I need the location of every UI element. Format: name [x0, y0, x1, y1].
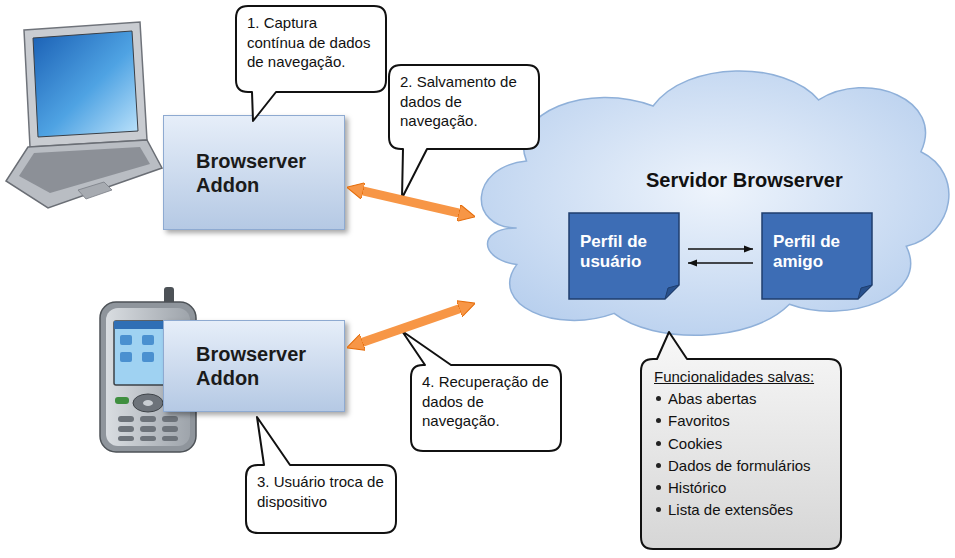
- phone-keypad: [118, 416, 178, 441]
- list-item: Dados de formulários: [668, 457, 811, 474]
- profile-label: Perfil de amigo: [773, 232, 861, 273]
- laptop-keyboard: [19, 147, 150, 193]
- list-bullet: [656, 441, 661, 446]
- list-row: Lista de extensões: [654, 499, 830, 521]
- cloud-outline: [468, 45, 955, 350]
- list-heading: Funcionalidades salvas:: [654, 368, 814, 385]
- list-row: Dados de formulários: [654, 455, 830, 477]
- box-label: Browserver Addon: [196, 149, 322, 197]
- list-row: Cookies: [654, 433, 830, 455]
- box-label: Browserver Addon: [196, 342, 322, 390]
- callout-text: 3. Usuário troca de dispositivo: [257, 472, 387, 511]
- list-bullet: [656, 507, 661, 512]
- cloud-shape: [481, 71, 949, 335]
- list-bullet: [656, 418, 661, 423]
- speech-bubble: 2. Salvamento de dados de navegação.: [388, 64, 540, 150]
- list-bullet: [656, 463, 661, 468]
- profile-shape: [569, 213, 679, 299]
- laptop-touchpad: [78, 182, 112, 199]
- callout-text: 2. Salvamento de dados de navegação.: [400, 72, 530, 131]
- laptop-icon: [6, 22, 162, 208]
- callout-text: 4. Recuperação de dados de navegação.: [422, 372, 552, 431]
- profile-shape: [762, 213, 872, 299]
- list-row: Favoritos: [654, 410, 830, 432]
- server-cloud: Servidor BrowserverPerfil de usuário Perf…: [468, 45, 955, 350]
- list-item: Favoritos: [668, 412, 730, 429]
- phone-dpad: [133, 394, 163, 412]
- sync-arrow: [361, 308, 461, 343]
- laptop-screen: [33, 31, 138, 137]
- profile-fold: [665, 285, 679, 299]
- saved-features-bubble: Funcionalidades salvas: Abas abertasFavor…: [640, 358, 842, 550]
- addon-box: Browserver Addon: [163, 115, 345, 230]
- profile-fold: [858, 285, 872, 299]
- profile-arrow: [688, 248, 753, 249]
- bubble-shape: [246, 417, 396, 533]
- callout-text: 1. Captura contínua de dados de navegaçã…: [247, 13, 377, 72]
- list-bullet: [656, 396, 661, 401]
- speech-bubble: 4. Recuperação de dados de navegação.: [410, 364, 562, 452]
- list-bullet: [656, 485, 661, 490]
- phone-call-key: [115, 397, 129, 404]
- cloud-title: Servidor Browserver: [646, 169, 843, 192]
- list-heading-row: Funcionalidades salvas:: [654, 366, 830, 388]
- bubble-shape: [641, 332, 841, 549]
- sync-arrow: [362, 191, 461, 214]
- speech-bubble: 3. Usuário troca de dispositivo: [245, 464, 397, 534]
- phone-dpad-center: [143, 400, 153, 406]
- speech-bubble: 1. Captura contínua de dados de navegaçã…: [235, 5, 387, 93]
- list-row: Histórico: [654, 477, 830, 499]
- profile-arrow: [688, 262, 753, 263]
- profile-label: Perfil de usuário: [580, 232, 668, 273]
- list-item: Cookies: [668, 435, 722, 452]
- laptop-lid: [24, 22, 147, 147]
- bubble-shape: [236, 6, 386, 121]
- profile-box: Perfil de usuário: [568, 212, 680, 300]
- list-item: Abas abertas: [668, 390, 756, 407]
- list-item: Lista de extensões: [668, 501, 793, 518]
- list-item: Histórico: [668, 479, 726, 496]
- bubble-shape: [389, 65, 539, 198]
- bubble-shape: [402, 331, 561, 451]
- bubble-outline: [640, 358, 842, 550]
- addon-box: Browserver Addon: [163, 320, 345, 412]
- profile-box: Perfil de amigo: [761, 212, 873, 300]
- list-row: Abas abertas: [654, 388, 830, 410]
- laptop-base: [6, 140, 162, 208]
